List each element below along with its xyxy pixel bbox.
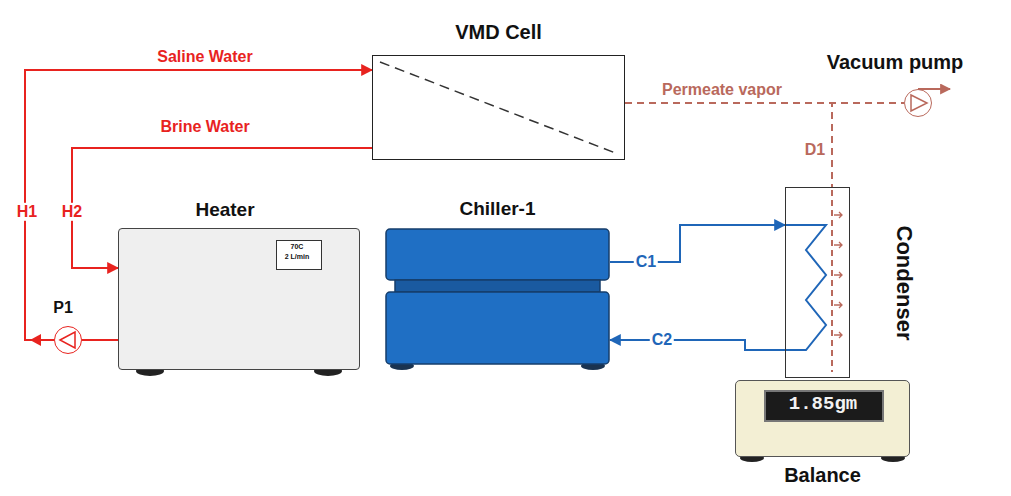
edge-label: Saline Water [155, 48, 254, 66]
node-title: Heater [195, 199, 254, 221]
pump-symbol [60, 332, 75, 348]
vacuum-pump: Vacuum pump [904, 89, 932, 117]
node-title: Vacuum pump [827, 51, 964, 74]
node-title: P1 [53, 299, 73, 317]
line-tag: D1 [803, 141, 827, 159]
vapor-line [625, 103, 832, 187]
chiller-box: Chiller-1 [385, 228, 610, 365]
node-title: Balance [784, 464, 861, 487]
membrane-line [380, 62, 618, 154]
heater-box: Heater [118, 228, 360, 370]
vmd-cell: VMD Cell [372, 55, 625, 160]
vapor-arrow [834, 332, 842, 338]
line-tag: H1 [15, 203, 39, 221]
line-tag: H2 [60, 203, 84, 221]
line-tag: C2 [650, 331, 674, 349]
edge-label: Permeate vapor [660, 81, 784, 99]
node-title: Chiller-1 [459, 198, 535, 220]
display-reading: 2 L/min [285, 253, 310, 261]
balance-reading: 1.85gm [787, 394, 859, 416]
chiller-middle [395, 280, 600, 292]
coolant-line [610, 340, 785, 350]
pump-symbol [911, 95, 927, 111]
cooling-coil [786, 225, 826, 350]
vapor-arrow [834, 272, 842, 278]
vapor-arrow [834, 212, 842, 218]
vapor-arrow [834, 302, 842, 308]
balance-box: Balance [735, 380, 910, 457]
vapor-arrow [834, 242, 842, 248]
node-title: Condenser [891, 225, 916, 340]
chiller-bottom [386, 292, 609, 364]
chiller-top [386, 229, 609, 280]
line-tag: C1 [634, 253, 658, 271]
chiller-body [385, 228, 610, 365]
node-title: VMD Cell [455, 21, 542, 44]
flow-line [82, 339, 118, 341]
edge-label: Brine Water [158, 118, 251, 136]
condenser-box: Condenser [785, 187, 850, 378]
vapor-path [831, 190, 833, 372]
pump-symbol: P1 [54, 326, 82, 354]
display-reading: 70C [291, 243, 304, 251]
